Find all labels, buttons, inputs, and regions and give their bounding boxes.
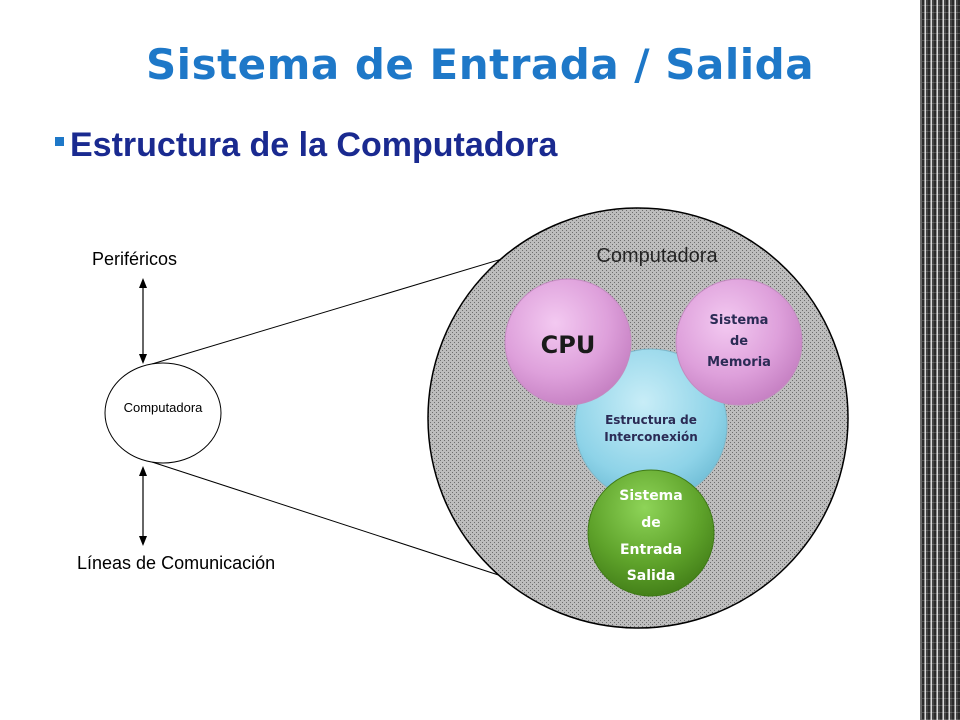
interconnection-label-1: Estructura de [605, 413, 697, 427]
cpu-node [504, 278, 632, 406]
perifericos-label: Periféricos [92, 249, 177, 269]
arrow-down-icon [139, 354, 147, 364]
decorative-edge-strip [922, 0, 960, 720]
arrow-up-icon [139, 466, 147, 476]
slide-title: Sistema de Entrada / Salida [145, 40, 815, 89]
io-label-4: Salida [627, 568, 676, 584]
arrow-up-icon [139, 278, 147, 288]
io-label-3: Entrada [620, 542, 682, 558]
bullet-item: Estructura de la Computadora [55, 126, 557, 165]
computer-big-label: Computadora [596, 245, 718, 267]
lineas-label: Líneas de Comunicación [77, 553, 275, 573]
memory-label-1: Sistema [710, 313, 769, 328]
io-label-2: de [641, 515, 661, 531]
bullet-square-icon [55, 136, 64, 146]
bullet-text: Estructura de la Computadora [70, 126, 558, 164]
memory-label-2: de [730, 334, 748, 349]
decorative-edge-line [920, 0, 923, 720]
memory-label-3: Memoria [707, 355, 771, 370]
cpu-label: CPU [541, 331, 596, 359]
interconnection-label-2: Interconexión [604, 430, 697, 444]
computer-small-circle [104, 362, 222, 464]
decorative-edge-texture [922, 0, 960, 720]
arrow-down-icon [139, 536, 147, 546]
computer-small-label: Computadora [124, 400, 204, 415]
io-node [587, 469, 715, 597]
io-label-1: Sistema [619, 488, 682, 504]
memory-node [675, 278, 803, 406]
